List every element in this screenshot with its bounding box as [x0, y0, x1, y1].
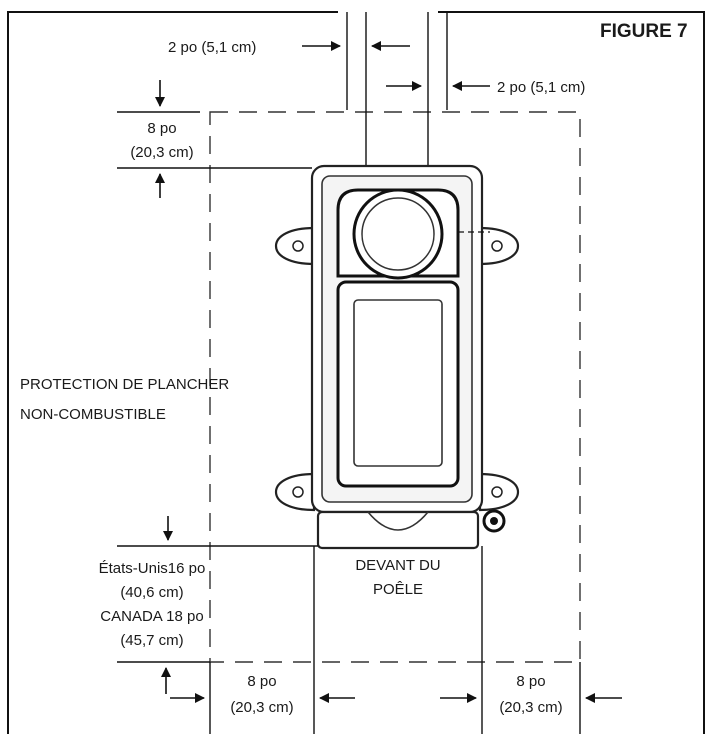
- figure-title: FIGURE 7: [600, 21, 688, 42]
- rear-clearance-label-1: 8 po: [147, 120, 176, 137]
- side-clearance-right-label-1: 8 po: [516, 673, 545, 690]
- front-clearance-dimension: [117, 516, 318, 694]
- side-clearance-right-label-2: (20,3 cm): [499, 699, 562, 716]
- front-clearance-us-cm-label: (40,6 cm): [120, 584, 183, 601]
- rear-clearance-dimension: [117, 80, 312, 198]
- floor-protection-label-2: NON-COMBUSTIBLE: [20, 406, 166, 423]
- stove-front-label-1: DEVANT DU: [355, 557, 440, 574]
- figure-frame: [7, 11, 705, 734]
- pipe-clearance-arrows: [302, 41, 490, 91]
- side-clearance-left-label-1: 8 po: [247, 673, 276, 690]
- front-clearance-us-label: États-Unis16 po: [99, 560, 206, 577]
- chimney-pipe: [346, 12, 448, 168]
- floor-protection-boundary: [209, 111, 581, 663]
- side-clearance-extension-lines: [209, 546, 581, 734]
- front-clearance-canada-label: CANADA 18 po: [100, 608, 203, 625]
- pipe-clearance-right-label: 2 po (5,1 cm): [497, 79, 585, 96]
- stove-illustration: [274, 164, 520, 550]
- front-clearance-canada-cm-label: (45,7 cm): [120, 632, 183, 649]
- pipe-clearance-left-label: 2 po (5,1 cm): [168, 39, 256, 56]
- stove-front-label-2: POÊLE: [373, 581, 423, 598]
- side-clearance-left-label-2: (20,3 cm): [230, 699, 293, 716]
- rear-clearance-label-2: (20,3 cm): [130, 144, 193, 161]
- floor-protection-label-1: PROTECTION DE PLANCHER: [20, 376, 229, 393]
